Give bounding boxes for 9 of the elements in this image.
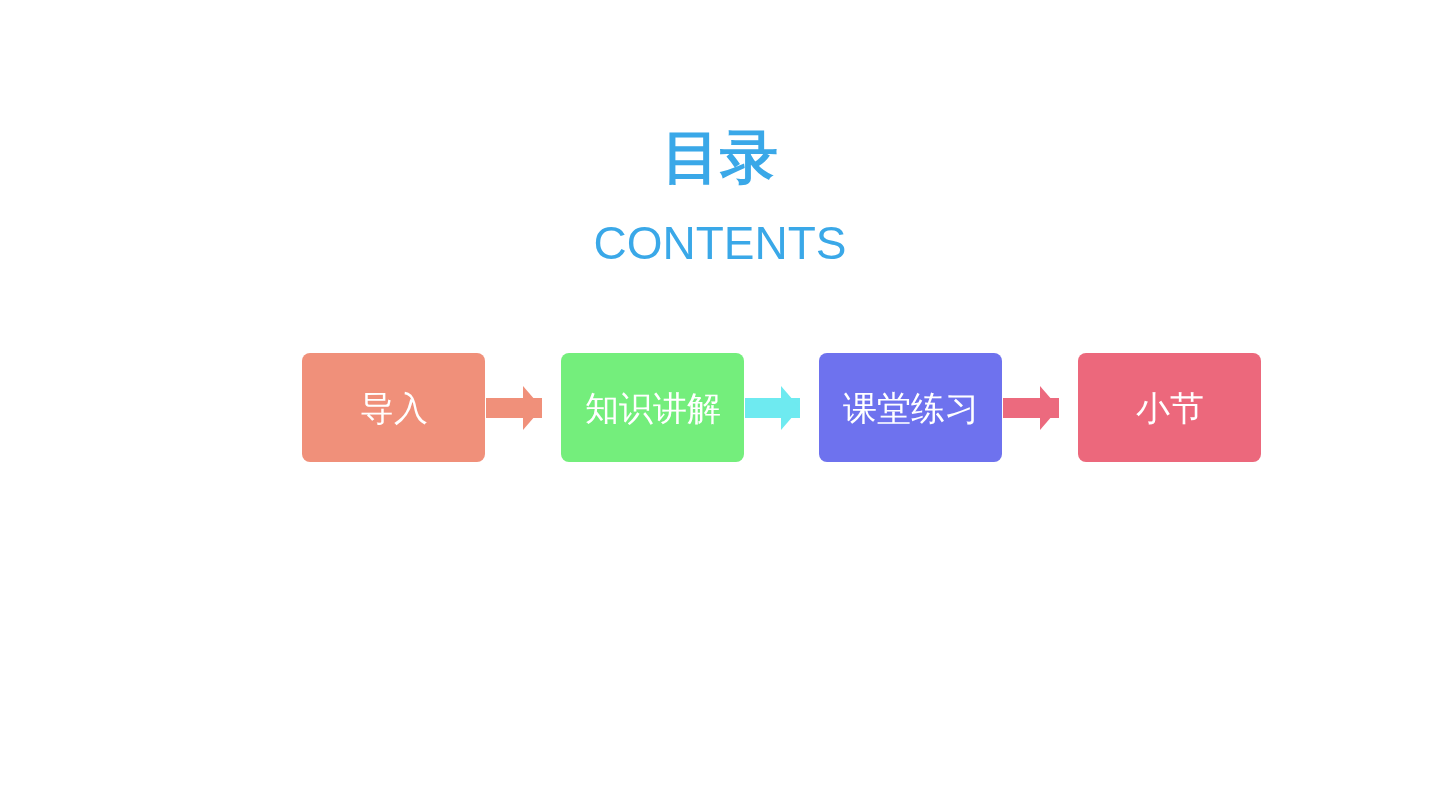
arrow [1003,386,1059,430]
process-box: 小节 [1078,353,1261,462]
heading: 目录 [662,123,778,191]
subheading: CONTENTS [593,217,847,269]
process-box: 导入 [302,353,485,462]
process-box: 知识讲解 [561,353,744,462]
process-box: 课堂练习 [819,353,1002,462]
arrow [486,386,542,430]
arrow [745,386,800,430]
